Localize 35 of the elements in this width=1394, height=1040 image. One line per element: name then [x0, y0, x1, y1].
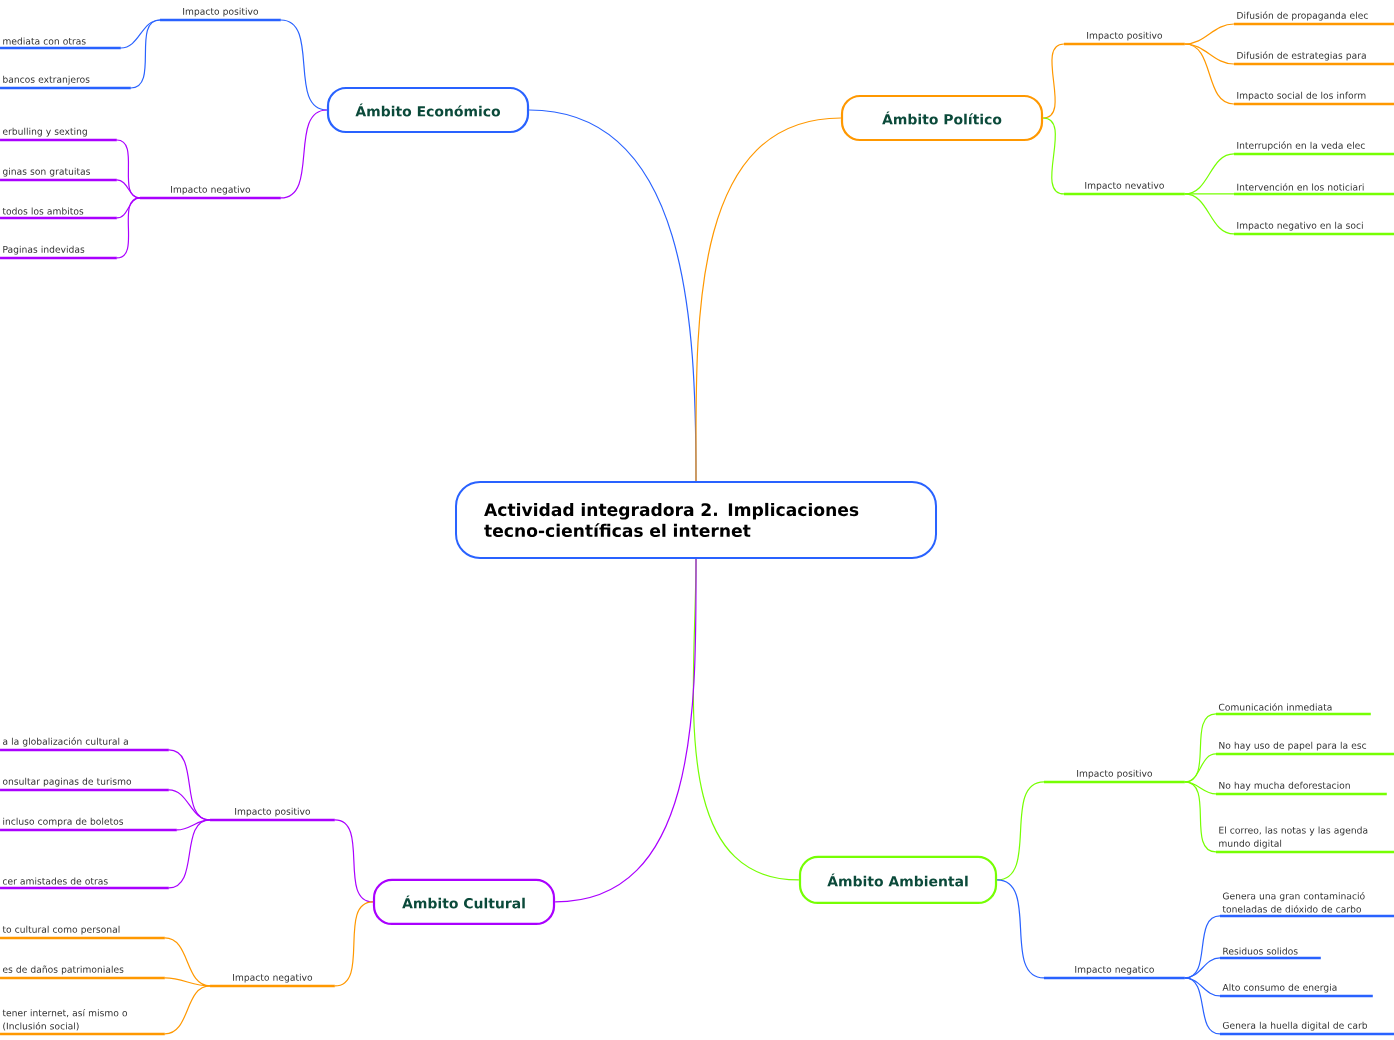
- connector-curve: [280, 109, 328, 199]
- connector-curve: [1184, 43, 1235, 105]
- connector-curve: [695, 117, 842, 482]
- connector-curve: [168, 789, 211, 821]
- connector-curve: [164, 937, 211, 987]
- connector-curve: [176, 819, 211, 831]
- connector-curve: [1184, 957, 1221, 979]
- connector-curve: [996, 879, 1045, 979]
- connector-curve: [116, 179, 141, 199]
- connector-curve: [164, 977, 211, 987]
- connector-curve: [116, 197, 141, 219]
- connector-curve: [334, 901, 374, 987]
- connector-curve: [1042, 43, 1065, 119]
- connector-curve: [1184, 781, 1217, 853]
- connector-curve: [116, 139, 141, 199]
- connector-curve: [1184, 915, 1221, 979]
- connector-curve: [1184, 23, 1235, 45]
- connector-curve: [1184, 153, 1235, 195]
- connector-curve: [164, 985, 211, 1035]
- connector-curve: [1184, 977, 1221, 1035]
- connector-curve: [280, 19, 328, 111]
- connector-curve: [1184, 781, 1217, 795]
- connector-curve: [1184, 193, 1235, 195]
- connector-curve: [168, 819, 211, 889]
- connector-curve: [116, 197, 141, 259]
- connector-curve: [120, 19, 161, 49]
- connector-curve: [554, 558, 697, 903]
- connector-curve: [1042, 117, 1065, 195]
- connector-curve: [1184, 193, 1235, 235]
- connector-curve: [996, 781, 1045, 881]
- central-topic-box: Actividad integradora 2. Implicaciones tecno-científicas el internet: [455, 480, 937, 559]
- connector-curve: [334, 819, 374, 903]
- connector-curve: [1184, 753, 1217, 783]
- connector-curve: [130, 19, 161, 89]
- connector-curve: [1184, 977, 1221, 997]
